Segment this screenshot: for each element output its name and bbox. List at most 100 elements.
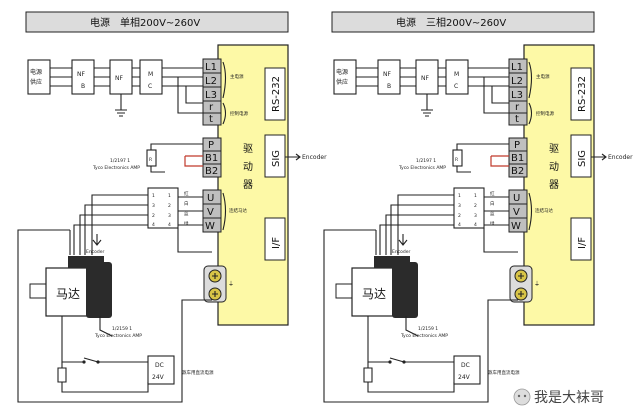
if-port (570, 217, 592, 261)
connector-bottom-label-2: Tyco Electronics AMP (400, 333, 448, 339)
motor-cable-box (374, 256, 410, 268)
resistor-label: R (149, 157, 152, 163)
connector-top-label-1: 1/2197 1 (110, 158, 130, 164)
mc-label-1: M (148, 71, 153, 78)
motor-shaft (29, 283, 47, 299)
wechat-icon-eye-2 (523, 394, 527, 398)
rs232-port (570, 67, 592, 121)
nf-label: NF (115, 75, 123, 82)
nfb-label-1: NF (77, 71, 85, 78)
brake-switch-contact (82, 360, 86, 364)
control-power-label: 控制电源 (536, 110, 554, 117)
drive-label-2: 动 (243, 161, 253, 173)
motor-plug (147, 187, 179, 229)
rs232-label: RS-232 (577, 76, 588, 112)
dc-supply (453, 355, 481, 385)
terminal-b1-label: B1 (511, 153, 524, 164)
terminal-w-label: W (205, 221, 215, 232)
connector-top-label-2: Tyco Electronics AMP (398, 165, 446, 171)
connector-top-label-1: 1/2197 1 (416, 158, 436, 164)
three-phase-panel: 电源三相200V~260V 驱 动 器 电源 供应 NF B NF M C (323, 11, 633, 403)
mc-label-2: C (454, 83, 458, 90)
plug-col-1: 1 (168, 193, 171, 199)
resistor-label: R (455, 157, 458, 163)
terminal-b2 (508, 163, 528, 178)
plug-num-3: 2 (458, 213, 461, 219)
brake-switch-contact (388, 360, 392, 364)
plug-num-3: 2 (152, 213, 155, 219)
terminal-r-label: r (209, 102, 214, 113)
control-power-label: 控制电源 (230, 110, 248, 117)
mc-label-2: C (148, 83, 152, 90)
terminal-p-label: P (514, 140, 520, 151)
rs232-port (264, 67, 286, 121)
power-supply (27, 59, 51, 95)
wire-color-red: 红 (184, 190, 189, 197)
terminal-b1-label: B1 (205, 153, 218, 164)
motor-end-cap (86, 262, 112, 318)
wire-color-green: 绿 (184, 220, 189, 227)
plug-num-2: 3 (152, 203, 155, 209)
brake-switch-contact-2 (402, 360, 406, 364)
mc-label-1: M (454, 71, 459, 78)
terminal-t-label: t (209, 114, 213, 125)
main-power-label: 主电源 (230, 73, 244, 80)
panel-header (331, 11, 595, 33)
motor-link-label: 连结马达 (535, 207, 553, 214)
drive-label-1: 驱 (243, 143, 253, 155)
watermark: 我是大袜哥 (513, 388, 604, 406)
dc-supply (147, 355, 175, 385)
brake-power-label: 煞车用直流电源 (488, 369, 520, 376)
dc-label-2: 24V (458, 374, 471, 381)
main-power-label: 主电源 (536, 73, 550, 80)
plug-num-1: 1 (458, 193, 461, 199)
nfb-label-1: NF (383, 71, 391, 78)
terminal-t-label: t (515, 114, 519, 125)
panel-title: 电源单相200V~260V (90, 16, 200, 29)
terminal-w (202, 217, 222, 233)
terminal-l2-label: L2 (511, 76, 523, 87)
plug-col-4: 4 (168, 222, 171, 228)
ground-symbol: ⏚ (228, 281, 234, 288)
brake-switch-contact-2 (96, 360, 100, 364)
terminal-w (508, 217, 528, 233)
motor-end-cap (392, 262, 418, 318)
connector-bottom-label-1: 1/2159 1 (418, 326, 438, 332)
terminal-u-label: U (207, 193, 214, 204)
terminal-v-label: V (207, 207, 214, 218)
plug-col-1: 1 (474, 193, 477, 199)
encoder-down-label: Encoder (392, 249, 411, 255)
if-port (264, 217, 286, 261)
supply-label-2: 供应 (336, 78, 348, 86)
sig-port (570, 134, 592, 178)
supply-label-1: 电源 (30, 68, 42, 76)
encoder-down-label: Encoder (86, 249, 105, 255)
motor-label: 马达 (56, 287, 80, 301)
drive-label-2: 动 (549, 161, 559, 173)
connector-bottom-label-1: 1/2159 1 (112, 326, 132, 332)
wire-color-red: 红 (490, 190, 495, 197)
terminal-b2-label: B2 (511, 166, 524, 177)
brake-power-label: 煞车用直流电源 (182, 369, 214, 376)
plug-num-2: 3 (458, 203, 461, 209)
wechat-icon (513, 388, 531, 406)
sig-label: SIG (271, 150, 282, 167)
terminal-l1-label: L1 (511, 62, 523, 73)
if-label: I/F (271, 237, 282, 249)
wire-color-white: 白 (490, 200, 495, 207)
dc-label-1: DC (461, 362, 470, 369)
terminal-l3-label: L3 (511, 90, 523, 101)
wire-color-blue: 蓝 (184, 210, 189, 217)
terminal-b2 (202, 163, 222, 178)
terminal-w-label: W (511, 221, 521, 232)
panel-header (25, 11, 289, 33)
wechat-icon-eye (517, 394, 521, 398)
encoder-out-label: Encoder (608, 154, 633, 161)
watermark-text: 我是大袜哥 (534, 390, 604, 406)
supply-label-1: 电源 (336, 68, 348, 76)
terminal-b2-label: B2 (205, 166, 218, 177)
dc-label-2: 24V (152, 374, 165, 381)
motor-label: 马达 (362, 287, 386, 301)
plug-col-2: 2 (474, 203, 477, 209)
